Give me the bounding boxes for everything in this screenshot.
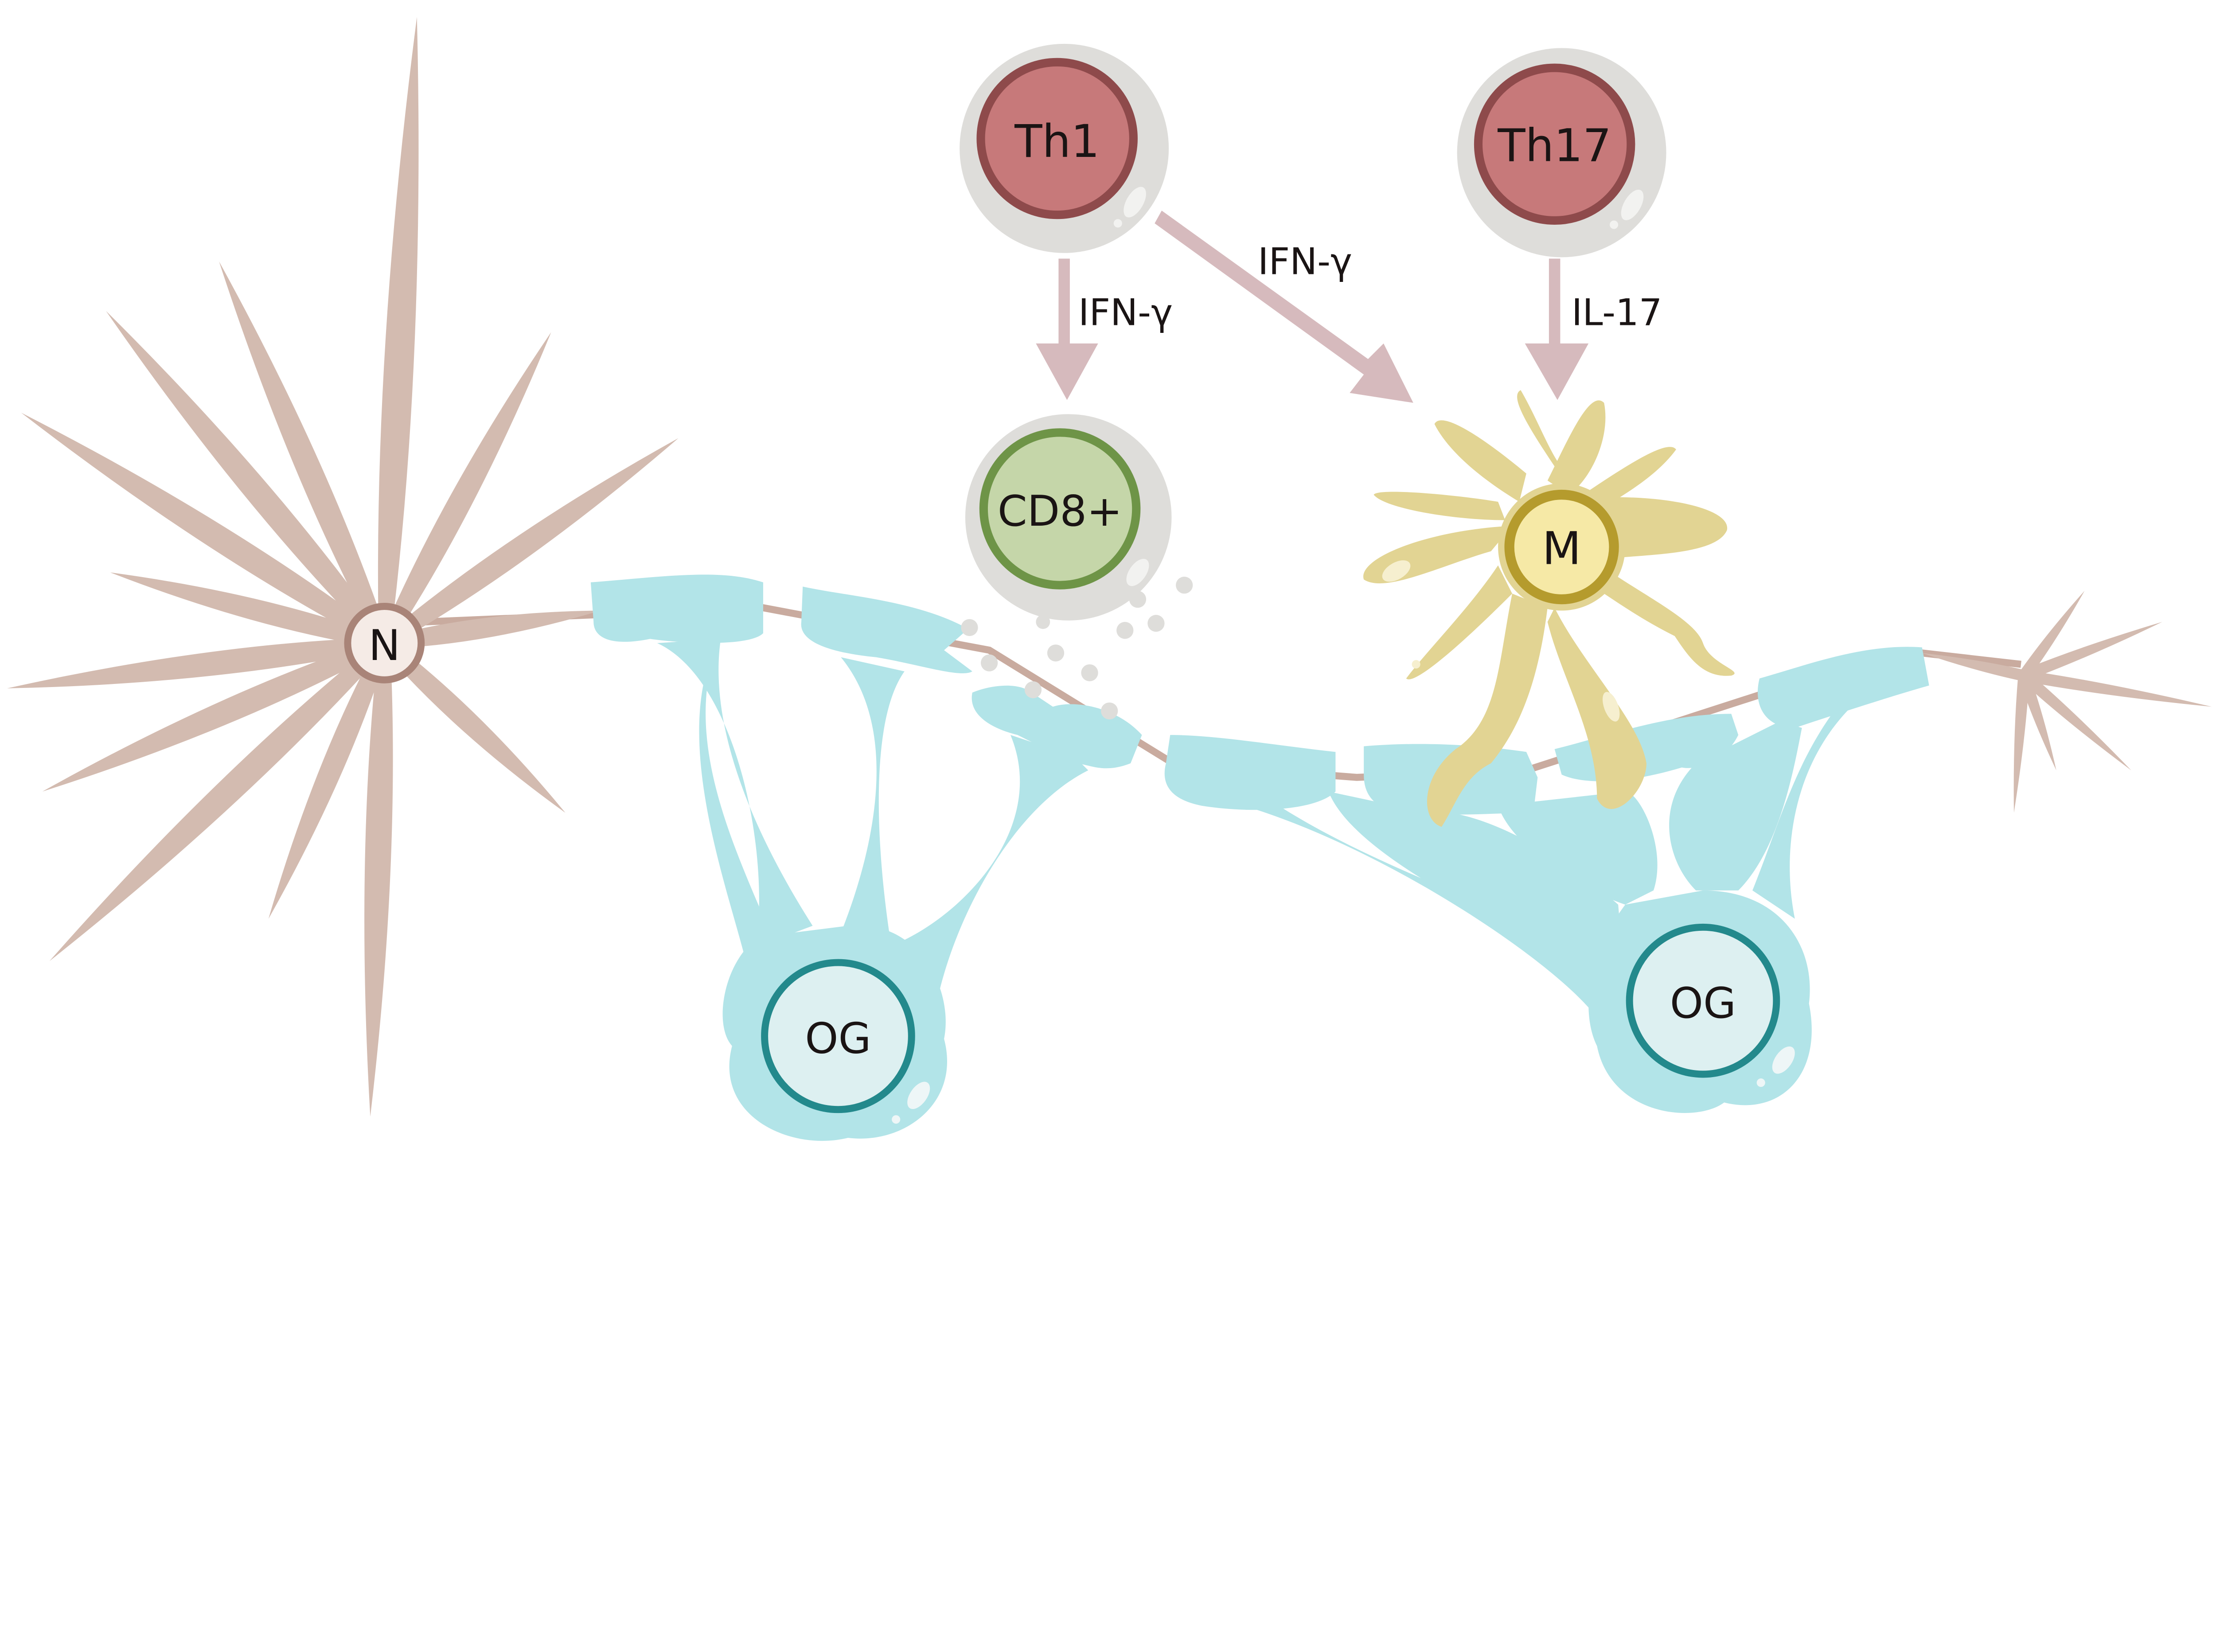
- arrows: [1036, 211, 1589, 403]
- cd8-label: CD8+: [998, 486, 1122, 536]
- arrow-th1-to-cd8: [1036, 258, 1098, 400]
- label-th17-to-m: IL-17: [1572, 291, 1662, 334]
- arrow-th17-to-m: [1525, 258, 1589, 400]
- dendrite: [380, 639, 566, 813]
- dendrite: [42, 638, 387, 792]
- dendrite: [379, 332, 551, 646]
- neuron-nucleus: [344, 603, 425, 683]
- dendrite: [106, 311, 389, 647]
- arrow-th1-to-m: [1155, 211, 1413, 403]
- th17-cell: Th17: [1457, 48, 1666, 258]
- dendrite: [219, 261, 390, 645]
- dendrite: [2013, 675, 2030, 813]
- dendrite: [364, 643, 393, 1117]
- og-left-nucleus: [761, 959, 915, 1113]
- dendrite: [49, 639, 389, 961]
- oligodendrocyte-right: OG: [1244, 707, 1852, 1113]
- dendrite: [1922, 653, 2025, 681]
- th17-label: Th17: [1497, 120, 1611, 172]
- dendrite: [381, 438, 679, 648]
- microglia-label: M: [1542, 522, 1581, 575]
- th1-label: Th1: [1014, 115, 1100, 168]
- microglia: M: [1363, 390, 1735, 827]
- label-th1-to-m: IFN-γ: [1258, 240, 1352, 283]
- microglia-nucleus: [1504, 489, 1619, 605]
- neuron-right: [1922, 590, 2212, 813]
- dendrite: [2020, 671, 2131, 770]
- dendrite: [21, 413, 388, 648]
- th17-nucleus: [1474, 63, 1635, 225]
- dendrite: [2019, 590, 2085, 679]
- dendrite: [2023, 670, 2212, 707]
- dendrite: [7, 637, 385, 688]
- og-right-label: OG: [1670, 978, 1736, 1028]
- og-right-nucleus: [1626, 923, 1780, 1078]
- label-th1-to-cd8: IFN-γ: [1078, 291, 1173, 334]
- cd8-nucleus: [979, 428, 1141, 590]
- neuron-label: N: [369, 621, 401, 670]
- dendrite: [268, 640, 390, 919]
- th1-cell: Th1: [960, 43, 1169, 253]
- dendrite: [378, 17, 419, 644]
- cd8-t-cell: CD8+: [961, 414, 1193, 720]
- dendrite: [110, 572, 386, 649]
- neuron-dendrites: [7, 17, 679, 1117]
- neuron-left: N: [7, 17, 679, 1117]
- dendrite: [2021, 622, 2162, 681]
- cytotoxic-granules: [961, 577, 1193, 720]
- og-left-label: OG: [805, 1014, 871, 1063]
- dendrite: [383, 610, 601, 649]
- th1-nucleus: [976, 58, 1138, 219]
- neuroimmune-diagram: N OG OG CD8+: [7, 17, 2212, 1141]
- neuron-right-dendrites: [1922, 590, 2212, 813]
- oligodendrocyte-left: OG: [657, 636, 1088, 1141]
